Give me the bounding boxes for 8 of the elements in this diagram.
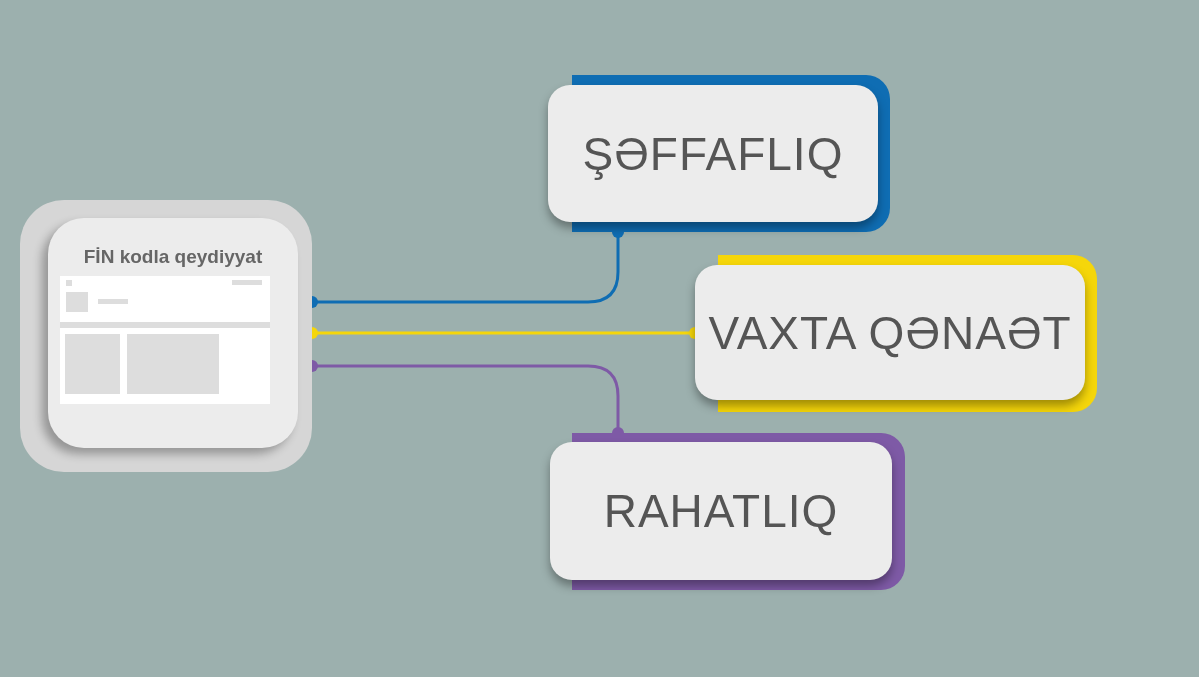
label-card xyxy=(695,255,1097,412)
card-label: ŞƏFFAFLIQ xyxy=(582,126,844,181)
label-card xyxy=(550,433,905,590)
card-label: RAHATLIQ xyxy=(603,484,839,538)
card-title: FİN kodla qeydiyyat xyxy=(82,246,264,268)
card-label: VAXTA QƏNAƏT xyxy=(708,305,1072,360)
label-card xyxy=(548,75,890,232)
app-card xyxy=(20,200,312,472)
